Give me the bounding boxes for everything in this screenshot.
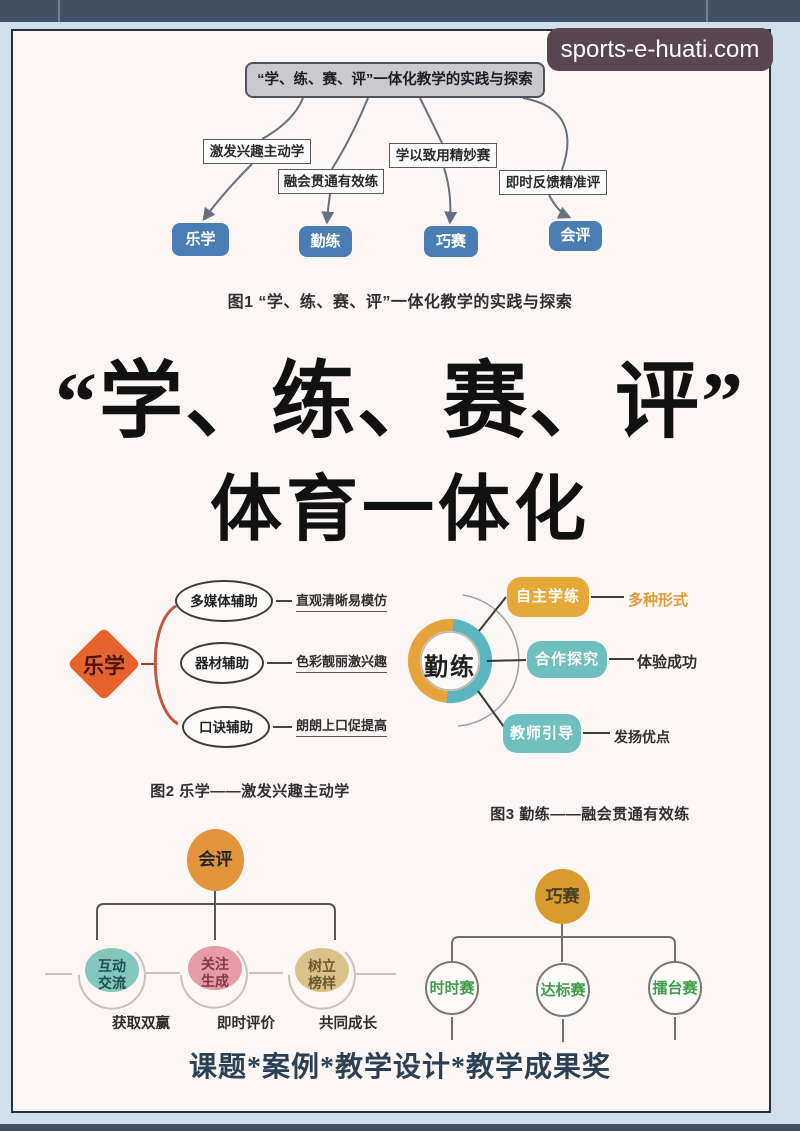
fig2-node-label-2: 器材辅助: [195, 656, 249, 671]
fig3-note-3: 发扬优点: [614, 727, 670, 747]
fig1-branch-box-3: 学以致用精妙赛: [389, 143, 497, 168]
fig2-note-1: 直观清晰易模仿: [296, 590, 388, 612]
fig2-note-text-3: 朗朗上口促提高: [296, 718, 388, 733]
fig2-note-text-1: 直观清晰易模仿: [296, 593, 388, 608]
fig4-note-text-1: 获取双赢: [112, 1016, 170, 1032]
watermark-text: sports-e-huati.com: [560, 36, 760, 63]
fig4-center-circle: 会评: [187, 829, 244, 891]
fig4-circle-2: 关注 生成: [188, 946, 242, 990]
fig5-circle-2: 达标赛: [536, 963, 590, 1017]
fig4-circle3-line2: 榜样: [308, 975, 336, 991]
fig1-leaf-label-qiaosai: 巧赛: [435, 233, 466, 250]
fig3-note-2: 体验成功: [637, 651, 697, 672]
fig4-circle-3: 树立 榜样: [295, 948, 349, 992]
fig1-leaf-box-huiping: 会评: [549, 221, 602, 251]
fig1-branch-box-4: 即时反馈精准评: [499, 170, 607, 195]
fig5-center-circle: 巧赛: [535, 869, 590, 924]
main-title-line2: 体育一体化: [0, 450, 800, 555]
fig5-circle-3: 擂台赛: [648, 961, 702, 1015]
fig3-note-text-1: 多种形式: [628, 592, 689, 609]
fig4-center-text: 会评: [198, 850, 233, 869]
fig2-note-3: 朗朗上口促提高: [296, 715, 388, 737]
main-title-line1: “学、练、赛、评”: [0, 334, 800, 455]
fig2-node-3: 口诀辅助: [182, 706, 270, 748]
fig1-root-box: “学、练、赛、评”一体化教学的实践与探索: [245, 62, 545, 98]
fig1-leaf-box-qinlian: 勤练: [299, 226, 352, 257]
fig1-branch-box-2: 融会贯通有效练: [278, 169, 384, 194]
fig1-leaf-arrows: [202, 163, 572, 225]
watermark-badge: sports-e-huati.com: [547, 28, 773, 71]
fig4-note-text-3: 共同成长: [319, 1016, 377, 1032]
fig1-branch-label-4: 即时反馈精准评: [505, 175, 601, 190]
fig1-branch-label-2: 融会贯通有效练: [283, 174, 379, 189]
fig3-note-text-2: 体验成功: [637, 654, 698, 671]
fig4-bracket: [96, 891, 336, 940]
fig4-note-3: 共同成长: [312, 1012, 384, 1033]
fig1-branch-label-3: 学以致用精妙赛: [395, 148, 491, 163]
fig1-leaf-box-lexue: 乐学: [172, 223, 229, 256]
fig2-node-2: 器材辅助: [180, 642, 264, 684]
fig3-note-text-3: 发扬优点: [614, 729, 670, 745]
fig3-node-label-1: 自主学练: [515, 588, 580, 605]
fig3-node-2: 合作探究: [527, 641, 607, 678]
fig4-circle1-line1: 互动: [98, 958, 126, 974]
footer-text: 课题*案例*教学设计*教学成果奖: [188, 1052, 611, 1083]
fig1-leaf-label-huiping: 会评: [560, 227, 591, 244]
fig1-leaf-label-qinlian: 勤练: [310, 233, 341, 250]
fig5-circle-label-2: 达标赛: [540, 982, 586, 999]
fig4-circle3-line1: 树立: [308, 958, 336, 974]
fig3-node-3: 教师引导: [503, 714, 581, 753]
fig1-caption-text: 图1 “学、练、赛、评”一体化教学的实践与探索: [227, 294, 573, 311]
top-frame-strip: [0, 0, 800, 22]
fig2-node-1: 多媒体辅助: [175, 580, 273, 622]
poster-sheet: [11, 29, 771, 1113]
fig1-leaf-label-lexue: 乐学: [185, 231, 216, 248]
fig4-circle2-line2: 生成: [201, 973, 229, 989]
fig4-circle2-line1: 关注: [201, 956, 229, 972]
fig2-caption: 图2 乐学——激发兴趣主动学: [100, 780, 400, 801]
fig1-branch-box-1: 激发兴趣主动学: [203, 139, 311, 164]
fig3-note-1: 多种形式: [628, 589, 688, 610]
fig5-circle-1: 时时赛: [425, 961, 479, 1015]
fig3-caption-text: 图3 勤练——融会贯通有效练: [490, 806, 690, 823]
fig1-leaf-box-qiaosai: 巧赛: [424, 226, 478, 257]
fig3-caption: 图3 勤练——融会贯通有效练: [440, 803, 740, 824]
fig2-node-label-1: 多媒体辅助: [190, 594, 258, 609]
fig5-circle-label-3: 擂台赛: [652, 980, 698, 997]
fig2-center-text: 乐学: [83, 655, 125, 678]
fig4-note-1: 获取双赢: [105, 1012, 177, 1033]
fig4-note-text-2: 即时评价: [217, 1016, 275, 1032]
main-title-line2-text: 体育一体化: [209, 470, 590, 550]
fig2-connectors: [141, 600, 292, 728]
top-frame-seam-right: [706, 0, 708, 22]
top-frame-seam-left: [58, 0, 60, 22]
fig2-note-2: 色彩靓丽激兴趣: [296, 651, 388, 673]
fig3-center-label: 勤练: [410, 647, 490, 682]
bottom-frame-strip: [0, 1124, 800, 1131]
fig1-branch-curves: [261, 97, 569, 171]
fig1-branch-label-1: 激发兴趣主动学: [209, 144, 305, 159]
fig5-center-text: 巧赛: [545, 887, 580, 906]
fig3-node-label-2: 合作探究: [534, 651, 599, 668]
fig5-bracket: [451, 924, 676, 1042]
fig3-center-ring: [408, 594, 520, 727]
fig3-connectors: [477, 596, 634, 734]
fig4-note-2: 即时评价: [210, 1012, 282, 1033]
fig4-decorative-arcs: [45, 950, 396, 1010]
fig2-caption-text: 图2 乐学——激发兴趣主动学: [150, 783, 350, 800]
footer-line: 课题*案例*教学设计*教学成果奖: [100, 1045, 700, 1085]
fig4-circle-1: 互动 交流: [85, 948, 139, 992]
fig4-circle1-line2: 交流: [98, 975, 126, 991]
fig3-node-label-3: 教师引导: [509, 725, 574, 742]
fig3-center-text: 勤练: [424, 654, 476, 681]
main-title-line1-text: “学、练、赛、评”: [54, 356, 745, 449]
fig1-root-title: “学、练、赛、评”一体化教学的实践与探索: [257, 72, 533, 88]
fig3-node-1: 自主学练: [507, 577, 589, 617]
fig1-caption: 图1 “学、练、赛、评”一体化教学的实践与探索: [170, 288, 630, 312]
fig2-note-text-2: 色彩靓丽激兴趣: [296, 654, 388, 669]
fig2-center-label: 乐学: [64, 650, 144, 680]
fig5-circle-label-1: 时时赛: [429, 980, 475, 997]
fig2-node-label-3: 口诀辅助: [199, 720, 253, 735]
